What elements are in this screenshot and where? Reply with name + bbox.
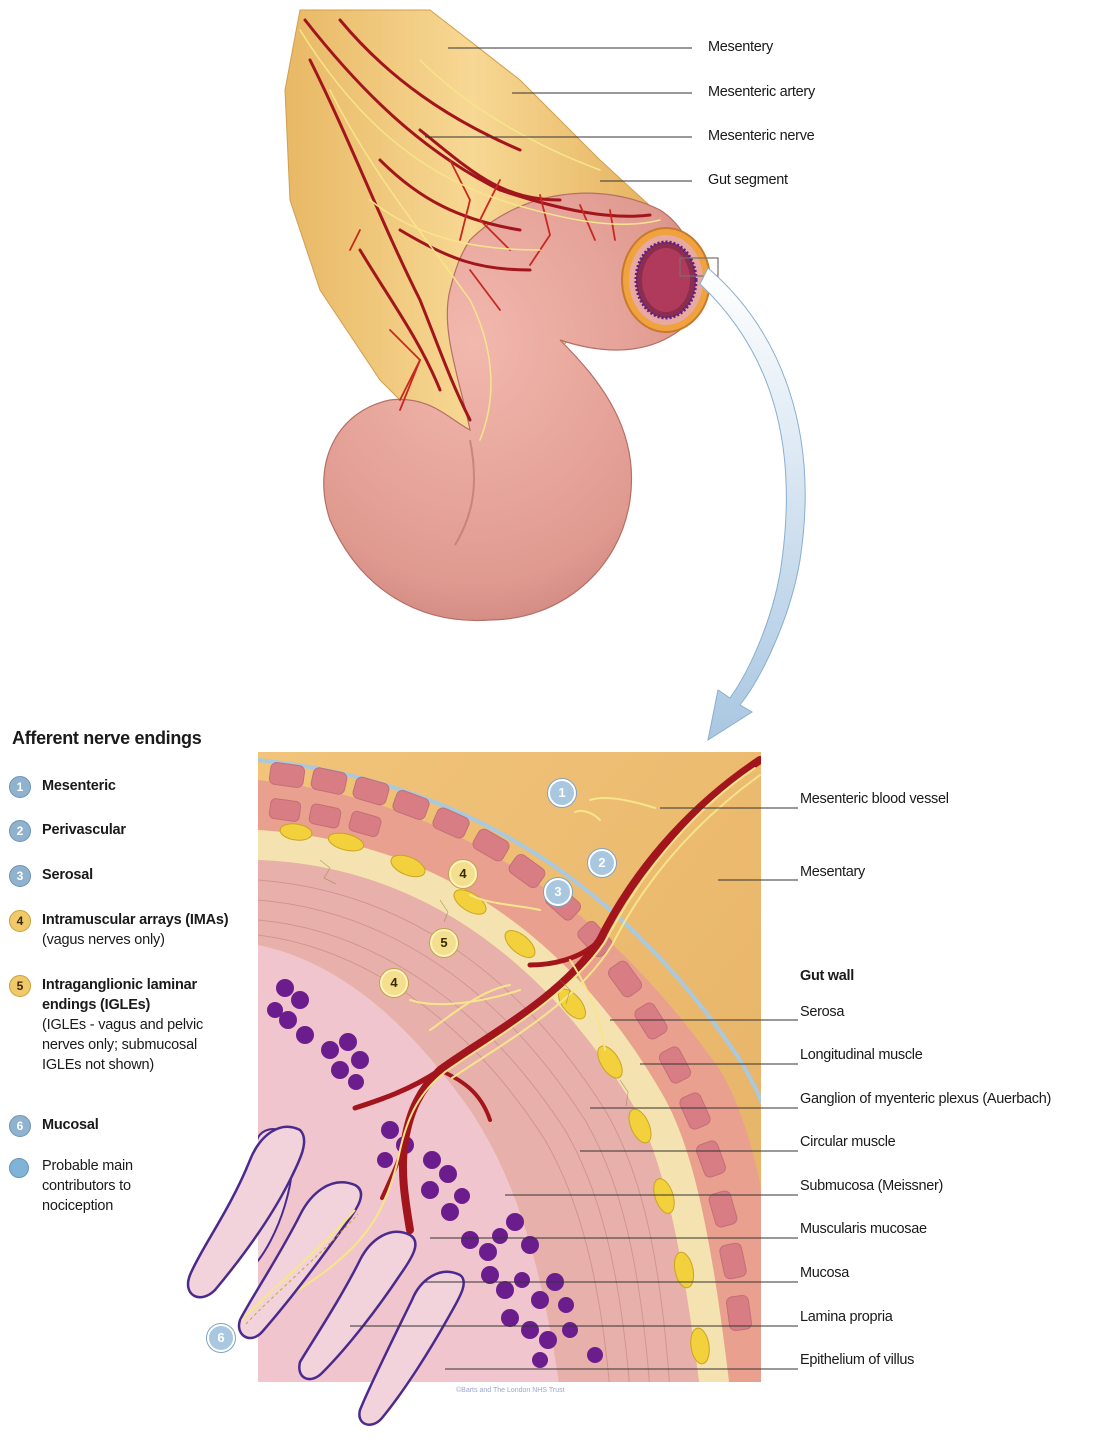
legend-marker-2: 2 <box>9 820 31 842</box>
legend-title: Afferent nerve endings <box>12 728 201 749</box>
label-longitudinal-muscle: Longitudinal muscle <box>800 1047 922 1063</box>
marker-ima-upper: 4 <box>449 860 477 888</box>
legend-detail: (IGLEs - vagus and pelvic nerves only; s… <box>42 1015 232 1075</box>
label-mesentery: Mesentery <box>708 39 773 55</box>
label-ganglion: Ganglion of myenteric plexus (Auerbach) <box>800 1091 1051 1107</box>
label-mucosa: Mucosa <box>800 1265 849 1281</box>
marker-ima-lower: 4 <box>380 969 408 997</box>
marker-serosal: 3 <box>544 878 572 906</box>
legend-item-mesenteric: Mesenteric <box>42 776 116 796</box>
zoom-arrow <box>700 268 805 740</box>
label-epithelium: Epithelium of villus <box>800 1352 914 1368</box>
label-mesenteric-blood-vessel: Mesenteric blood vessel <box>800 791 949 807</box>
marker-perivascular: 2 <box>588 849 616 877</box>
legend-marker-5: 5 <box>9 975 31 997</box>
marker-igle: 5 <box>430 929 458 957</box>
nociception-dot-icon <box>9 1158 29 1178</box>
legend-label: Perivascular <box>42 822 126 838</box>
label-gut-segment: Gut segment <box>708 172 788 188</box>
label-circular-muscle: Circular muscle <box>800 1134 895 1150</box>
legend-label: Intramuscular arrays (IMAs) <box>42 912 228 928</box>
legend-label: Mucosal <box>42 1117 99 1133</box>
marker-mucosal: 6 <box>207 1324 235 1352</box>
label-submucosa: Submucosa (Meissner) <box>800 1178 943 1194</box>
legend-item-imas: Intramuscular arrays (IMAs) (vagus nerve… <box>42 910 257 950</box>
legend-item-perivascular: Perivascular <box>42 820 126 840</box>
marker-mesenteric: 1 <box>548 779 576 807</box>
legend-detail: (vagus nerves only) <box>42 930 257 950</box>
label-gut-wall: Gut wall <box>800 968 854 984</box>
legend-item-serosal: Serosal <box>42 865 93 885</box>
gut-wall-section <box>250 752 800 1390</box>
copyright-credit: ©Barts and The London NHS Trust <box>456 1387 565 1394</box>
legend-note: Probable main contributors to nociceptio… <box>42 1156 152 1216</box>
legend-marker-4: 4 <box>9 910 31 932</box>
legend-label: Mesenteric <box>42 778 116 794</box>
label-mesenteric-nerve: Mesenteric nerve <box>708 128 814 144</box>
legend-label: Intraganglionic laminar endings (IGLEs) <box>42 977 197 1013</box>
legend-marker-3: 3 <box>9 865 31 887</box>
label-muscularis-mucosae: Muscularis mucosae <box>800 1221 927 1237</box>
legend-marker-1: 1 <box>9 776 31 798</box>
label-lamina-propria: Lamina propria <box>800 1309 893 1325</box>
legend-item-mucosal: Mucosal <box>42 1115 99 1135</box>
legend-label: Serosal <box>42 867 93 883</box>
label-serosa: Serosa <box>800 1004 844 1020</box>
legend-item-igles: Intraganglionic laminar endings (IGLEs) … <box>42 975 232 1075</box>
label-mesenteric-artery: Mesenteric artery <box>708 84 815 100</box>
label-mesentary: Mesentary <box>800 864 865 880</box>
legend-marker-6: 6 <box>9 1115 31 1137</box>
